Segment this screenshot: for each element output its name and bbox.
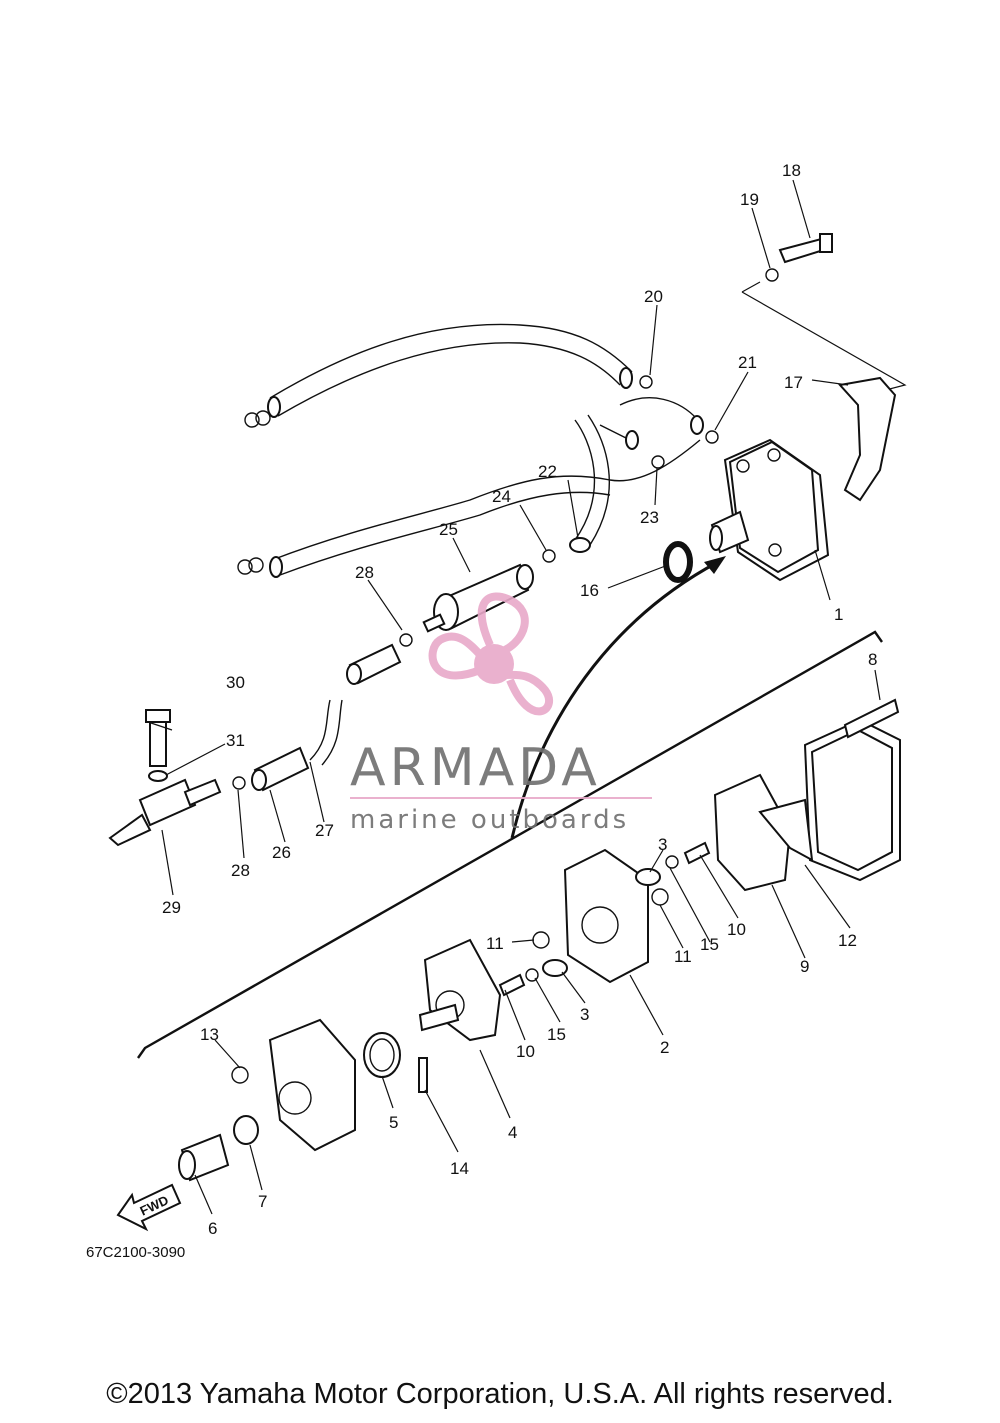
label-4: 4 [508,1123,517,1142]
label-26: 26 [272,843,291,862]
propeller-hub-icon [474,644,514,684]
label-27: 27 [315,821,334,840]
fuel-pump-lower [178,698,901,1182]
hose-joints [251,643,402,792]
label-5: 5 [389,1113,398,1132]
label-11: 11 [486,934,504,953]
label-10: 10 [516,1042,535,1061]
label-25: 25 [439,520,458,539]
leader-lines [147,179,881,1215]
label-7: 7 [258,1192,267,1211]
label-17: 17 [784,373,803,392]
label-28: 28 [231,861,250,880]
copyright-notice: ©2013 Yamaha Motor Corporation, U.S.A. A… [106,1378,894,1410]
label-23: 23 [640,508,659,527]
fuel-joint-assembly [108,709,222,847]
label-2: 2 [660,1038,669,1057]
label-15: 15 [547,1025,566,1044]
fuel-hoses [267,323,704,766]
brand-logo: ARMADA marine outboards [350,592,652,835]
label-19: 19 [740,190,759,209]
label-22: 22 [538,462,557,481]
section-lines [137,281,907,1059]
label-24: 24 [492,487,511,506]
label-8: 8 [868,650,877,669]
label-21: 21 [738,353,757,372]
label-13: 13 [200,1025,219,1044]
label-14: 14 [450,1159,469,1178]
brand-tagline: marine outboards [350,805,629,835]
label-30: 30 [226,673,245,692]
label-6: 6 [208,1219,217,1238]
label-18: 18 [782,161,801,180]
forward-arrow: FWD [116,1183,182,1232]
label-20: 20 [644,287,663,306]
label-11: 11 [674,947,692,966]
label-3: 3 [580,1005,589,1024]
label-3: 3 [658,835,667,854]
label-10: 10 [727,920,746,939]
label-28: 28 [355,563,374,582]
label-9: 9 [800,957,809,976]
brand-name: ARMADA [350,738,601,798]
part-labels: 1 2 3 3 4 5 6 7 8 9 10 10 11 11 12 13 14… [162,161,877,1238]
label-12: 12 [838,931,857,950]
label-1: 1 [834,605,843,624]
label-16: 16 [580,581,599,600]
diagram-code: 67C2100-3090 [86,1244,185,1261]
label-15: 15 [700,935,719,954]
label-31: 31 [226,731,245,750]
hose-clamps [232,375,719,790]
fuel-filter [422,563,534,633]
propeller-icon [428,592,554,716]
fuel-pump-upper [663,233,897,583]
label-29: 29 [162,898,181,917]
